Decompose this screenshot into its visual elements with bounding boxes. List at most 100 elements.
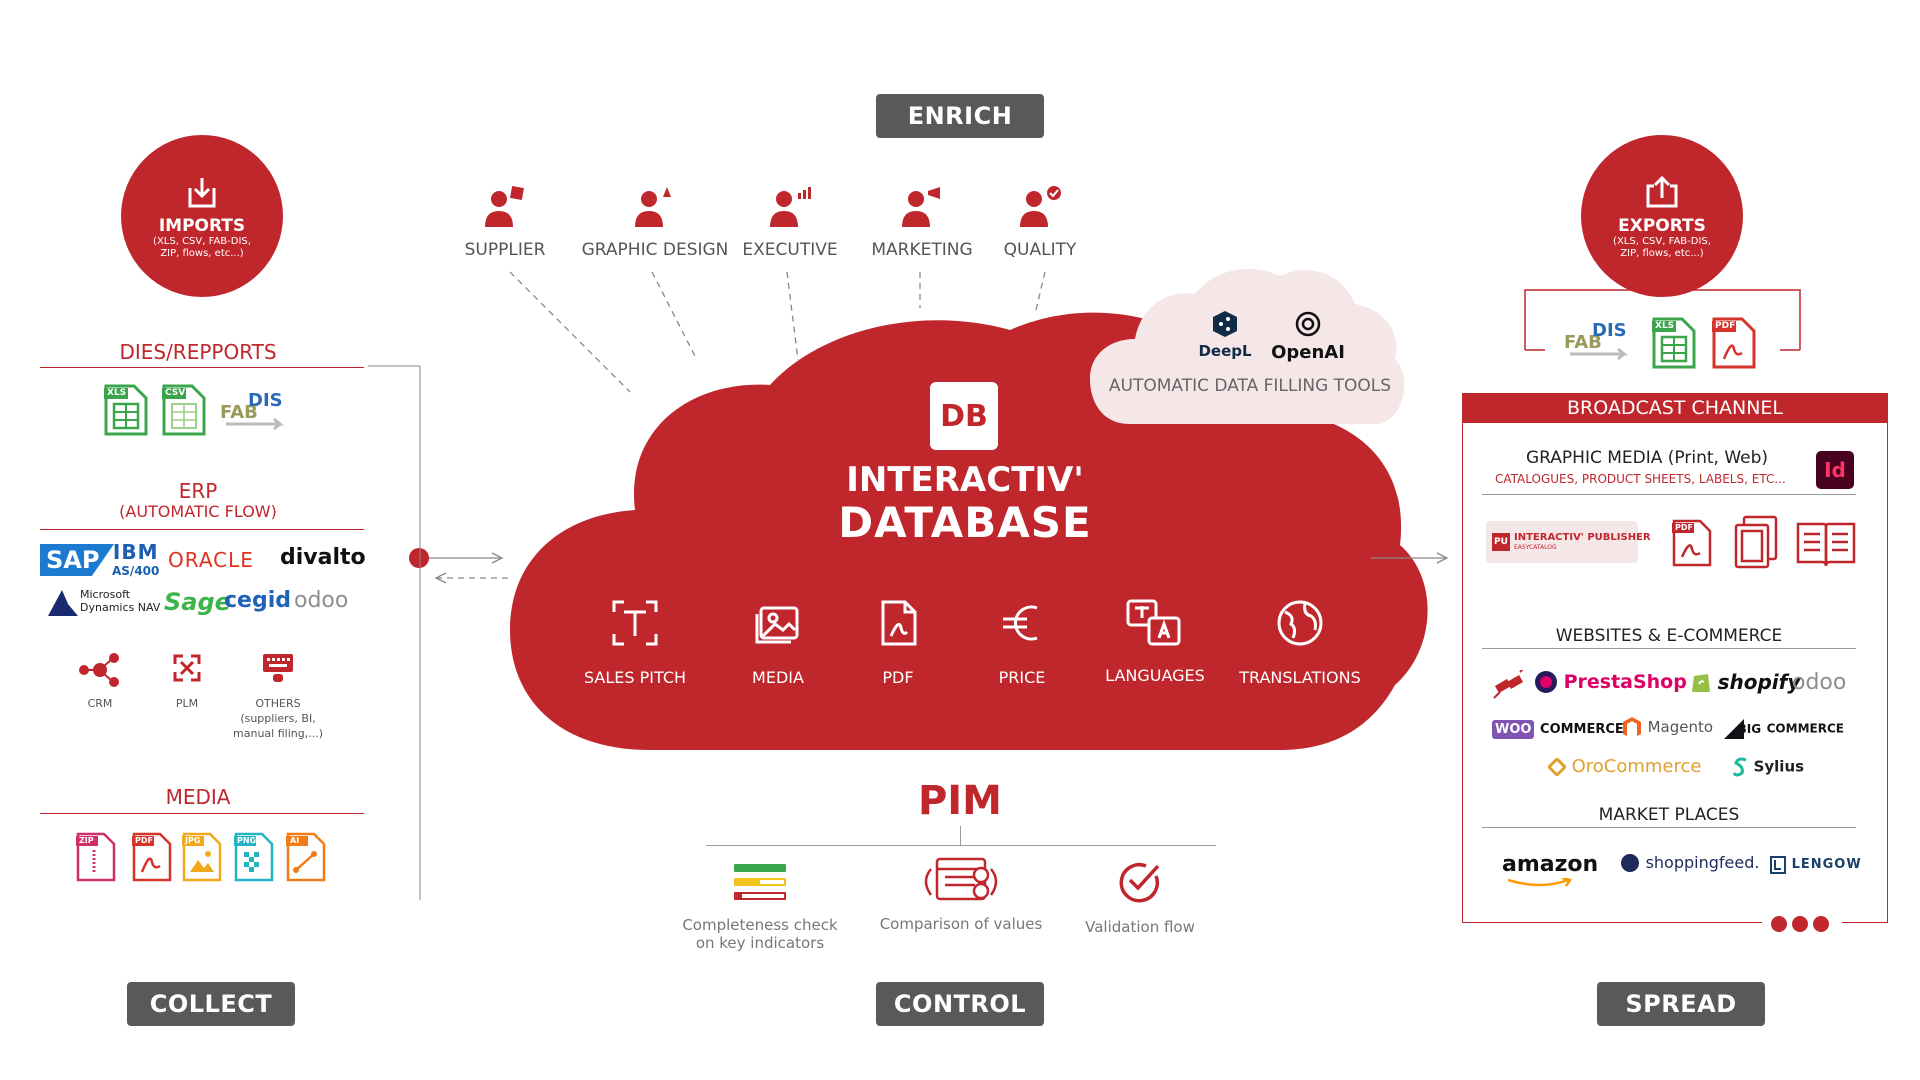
enrich-pill: ENRICH [876,94,1044,138]
jpg-file-icon [182,832,222,882]
db-badge: DB [930,382,998,450]
pdf-icon [881,600,917,646]
prestashop-logo: PrestaShop [1534,670,1687,694]
comparison-icon [924,857,998,901]
fabdis-logo-collect: FAB DIS [218,390,288,430]
prestashop-icon [1535,671,1557,693]
amazon-smile-icon [1507,878,1573,887]
png-file-tile: PNG [232,830,276,888]
completeness-icon [734,864,786,900]
sheets-icon [1734,515,1778,569]
market-divider [1482,827,1856,828]
websites-title: WEBSITES & E-COMMERCE [1555,626,1783,646]
export-icon [1646,175,1678,208]
amazon-logo: amazon [1502,852,1599,887]
feature-pdf: PDF [838,598,958,687]
fab-text: FAB [220,402,258,423]
erp-title: ERP [178,479,218,503]
orocommerce-logo: OroCommerce [1546,756,1702,777]
lengow-text: LENGOW [1791,857,1862,872]
plug-icon [1493,670,1524,699]
spread-label: SPREAD [1625,990,1737,1018]
comparison-line1: Comparison of values [879,915,1043,933]
oracle-logo: ORACLE [168,548,254,572]
zip-file-tile: ZIP [74,830,118,888]
db-badge-text: DB [940,398,988,434]
broadcast-pdf-tag: PDF [1675,523,1693,532]
role-label: QUALITY [1003,240,1077,260]
ibm-text: IBM [112,540,159,564]
plm-icon [173,654,201,682]
pdf-file-tag: PDF [135,836,153,845]
supplier-icon [485,186,524,227]
sap-text: SAP [46,546,100,574]
keyboard-icon [263,654,293,682]
ai-tools-label: AUTOMATIC DATA FILLING TOOLS [1108,376,1392,396]
imports-sub2: ZIP, flows, etc...) [160,248,244,259]
feature-label: PRICE [998,668,1046,687]
cegid-logo: cegid [224,588,291,613]
magento-icon [1623,717,1641,736]
others-sub1: (suppliers, BI, [240,712,316,725]
ai-cloud: DeepL OpenAI AUTOMATIC DATA FILLING TOOL… [1090,300,1410,420]
exports-sub1: (XLS, CSV, FAB-DIS, [1613,236,1711,247]
cloud-title1: INTERACTIV' [846,460,1084,500]
publisher-sub: EASYCATALOG [1514,544,1557,551]
imports-sub1: (XLS, CSV, FAB-DIS, [153,236,251,247]
deepl-text: DeepL [1198,342,1252,360]
sage-logo: Sage [164,588,231,616]
role-label: GRAPHIC DESIGN [581,240,729,260]
more-dots [1762,914,1842,934]
sylius-text: Sylius [1753,757,1805,776]
pim-stem [960,826,961,846]
feature-label: TRANSLATIONS [1239,668,1361,687]
orocommerce-text: OroCommerce [1571,756,1702,777]
csv-file-tile: CSV [160,382,208,442]
cloud-title2: DATABASE [838,498,1092,547]
control-label: CONTROL [893,990,1027,1018]
broadcast-header: BROADCAST CHANNEL [1462,393,1888,423]
feature-label: SALES PITCH [583,668,687,687]
euro-icon [1003,605,1038,641]
magento-logo: Magento [1622,716,1713,738]
quality-icon [1020,186,1061,227]
feature-price: PRICE [962,598,1082,687]
role-label: EXECUTIVE [742,240,838,260]
amazon-text: amazon [1502,852,1599,877]
pdf-file-icon [132,832,172,882]
role-marketing: MARKETING [862,185,982,260]
shopify-text: shopify [1717,670,1801,694]
role-quality: QUALITY [990,185,1090,260]
png-file-tag: PNG [237,836,257,845]
pdf-file-tag: PDF [1715,321,1736,331]
shoppingfeed-text: shoppingfeed. [1645,853,1760,872]
big-text: BIG [1737,721,1762,736]
imports-title: IMPORTS [158,216,246,236]
ai-file-tag: AI [290,836,300,845]
ai-cloud-shape [1090,268,1405,424]
publisher-name: INTERACTIV' PUBLISHER [1514,532,1651,543]
export-pdf-tile: PDF [1710,315,1758,375]
pim-divider [706,845,1216,846]
enrich-label: ENRICH [907,102,1013,130]
csv-file-tag: CSV [165,388,186,398]
ms-dynamics-logo: Microsoft Dynamics NAV [48,588,161,616]
feature-sales-pitch: SALES PITCH [575,598,695,687]
ibm-logo: IBM AS/400 [112,540,159,578]
export-xls-tile: XLS [1650,315,1698,375]
xls-file-tag: XLS [1655,321,1675,331]
xls-file-tag: XLS [107,388,127,398]
languages-icon [1126,599,1181,646]
crm-icon [79,653,119,687]
openai-text: OpenAI [1271,342,1345,363]
dies-title: DIES/REPPORTS [119,340,277,364]
indesign-text: Id [1824,458,1846,482]
zip-file-icon [76,832,116,882]
dynamics-nav-text: Dynamics NAV [80,601,161,614]
graphic-divider [1482,494,1856,495]
dynamics-icon [48,590,78,616]
validation-icon [1119,862,1160,903]
media-icon [755,606,799,644]
pim-title: PIM [917,778,1002,824]
